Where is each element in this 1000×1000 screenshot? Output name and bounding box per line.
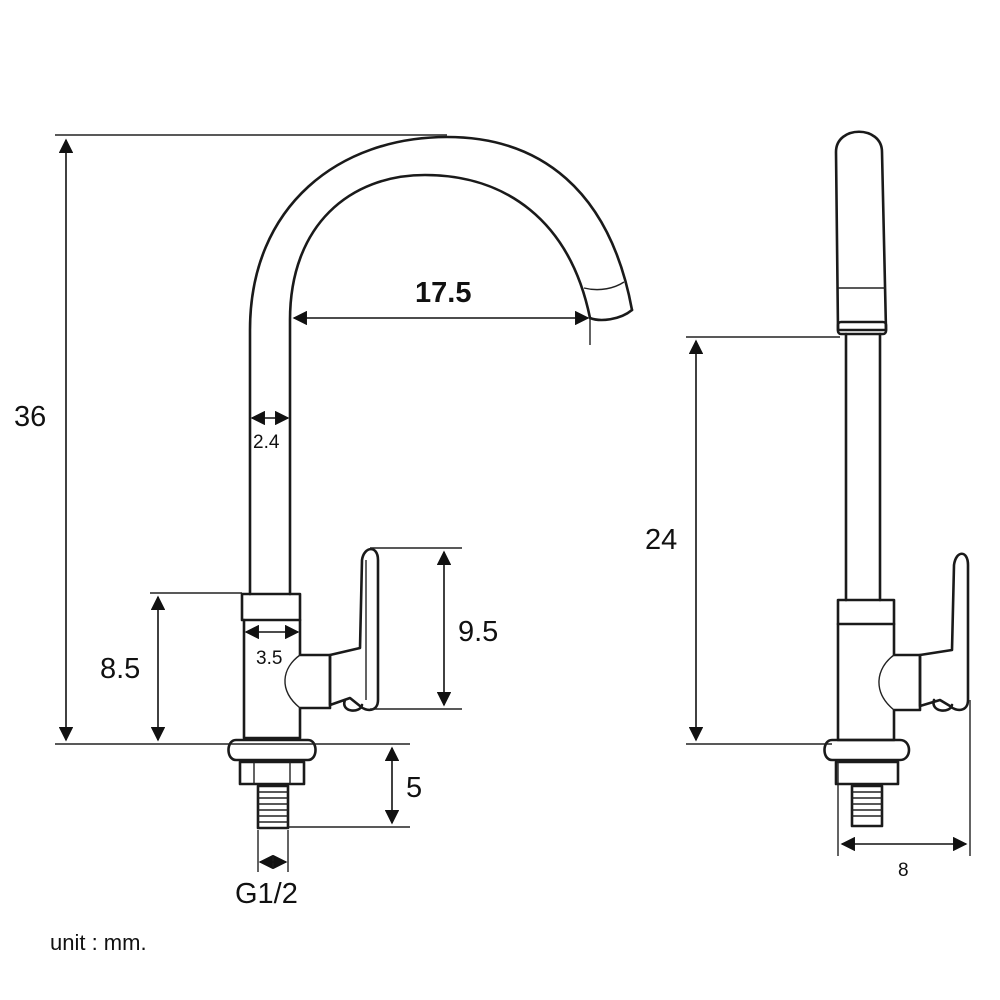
label-total-height: 36 [14, 401, 46, 433]
unit-note: unit : mm. [50, 930, 147, 955]
label-body-height: 8.5 [100, 653, 140, 685]
body [242, 618, 332, 740]
spout-tip [588, 308, 634, 322]
body-collar [240, 592, 302, 622]
extension-lines [55, 134, 971, 872]
label-handle-height: 9.5 [458, 616, 498, 648]
side-thread [850, 784, 884, 828]
front-view-faucet [227, 135, 634, 830]
label-thread-length: 5 [406, 772, 422, 804]
side-pipe [844, 332, 882, 602]
side-handle [918, 552, 970, 712]
dimension-labels: 36 17.5 2.4 8.5 3.5 9.5 5 G1/2 24 8 [14, 277, 909, 910]
handle-lever [328, 547, 380, 712]
base-flange [227, 738, 317, 762]
side-spout-top [834, 130, 888, 332]
side-collar [836, 598, 896, 626]
spout-inner [288, 173, 592, 596]
thread-stem [256, 784, 290, 830]
label-thread-size: G1/2 [235, 878, 298, 910]
dimension-arrows [58, 138, 968, 870]
side-view-faucet [823, 130, 970, 828]
label-spout-reach: 17.5 [415, 277, 471, 309]
side-flange [823, 738, 911, 762]
mounting-nut [238, 760, 306, 786]
label-side-width: 8 [898, 860, 909, 881]
label-body-diameter: 3.5 [256, 648, 282, 669]
label-side-height: 24 [645, 524, 677, 556]
spout-outer [248, 135, 634, 596]
label-pipe-diameter: 2.4 [253, 432, 280, 453]
